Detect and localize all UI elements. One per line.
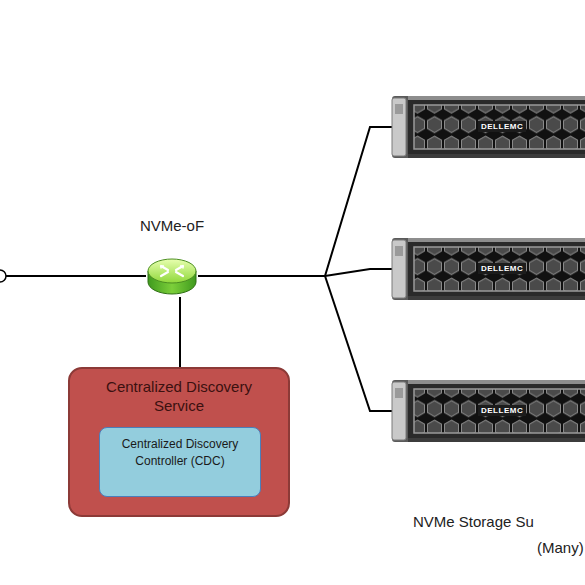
- caption-label: NVMe Storage Su: [413, 513, 534, 530]
- network-link: [198, 127, 392, 276]
- router-label: NVMe-oF: [106, 217, 238, 234]
- box-text: Centralized Discovery Controller (CDC): [121, 436, 239, 470]
- logo-text: DELLEMC: [478, 405, 526, 416]
- router-node: NVMe-oF: [146, 255, 198, 297]
- network-line: [0, 275, 146, 277]
- caption-label: (Many): [537, 539, 584, 556]
- box-heading: Centralized Discovery Service: [90, 377, 268, 415]
- storage-server: DELLEMC: [392, 238, 585, 300]
- router-icon: [146, 255, 198, 297]
- service-box: Centralized Discovery ServiceCentralized…: [68, 367, 290, 517]
- storage-server: DELLEMC: [392, 96, 585, 158]
- controller-box: Centralized Discovery Controller (CDC): [99, 427, 261, 497]
- network-link: [198, 269, 392, 276]
- logo-text: DELLEMC: [478, 263, 526, 274]
- line-end: [0, 270, 6, 282]
- logo-text: DELLEMC: [478, 121, 526, 132]
- storage-server: DELLEMC: [392, 380, 585, 442]
- network-link: [179, 297, 181, 367]
